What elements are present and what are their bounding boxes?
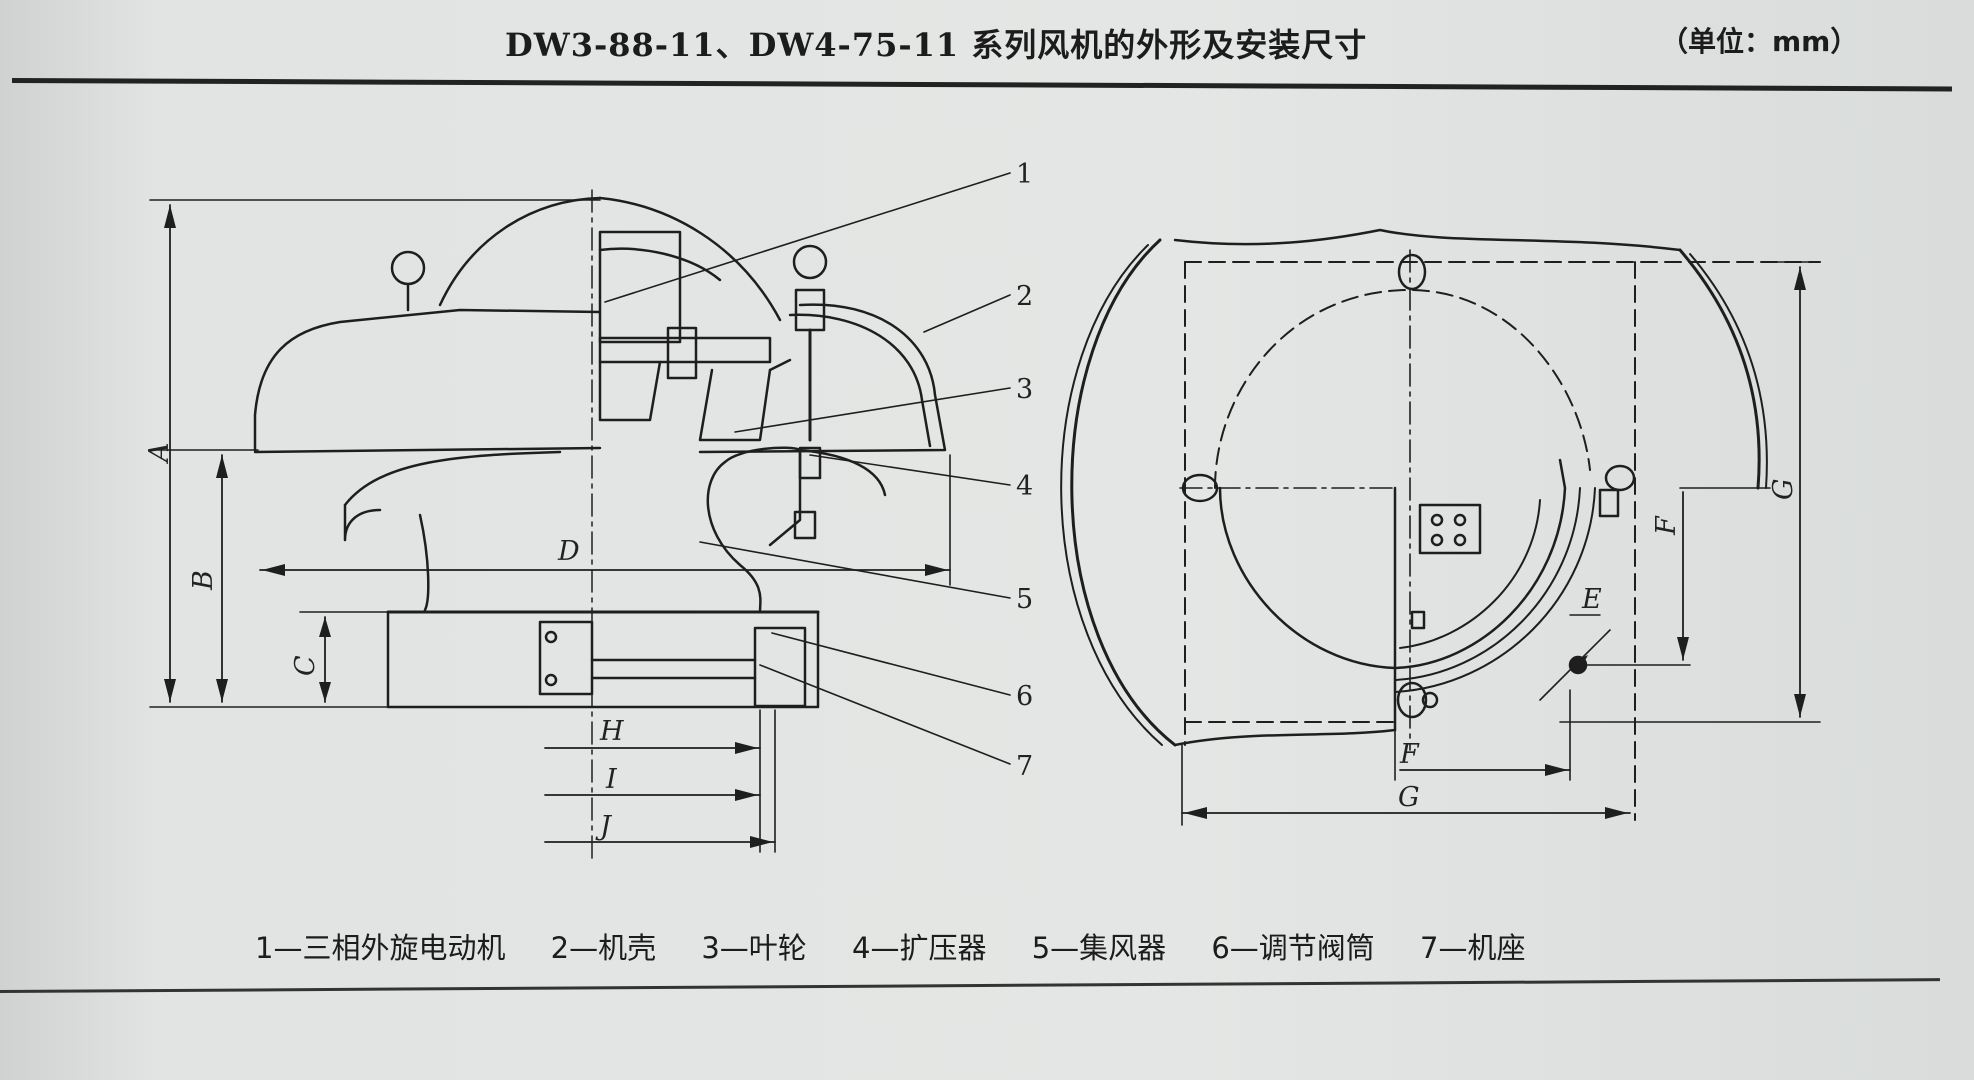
leader-7	[759, 664, 1011, 765]
inlet-ring-right	[1393, 458, 1567, 670]
dim-label-J: J	[595, 811, 613, 842]
base-plate	[538, 620, 594, 696]
eye-bolt-right-block	[794, 288, 826, 332]
inlet-ring-3	[1394, 487, 1581, 681]
outer-shell-arc-inner	[1060, 244, 1163, 746]
dim-label-H: H	[599, 716, 624, 747]
callout-labels: 1 2 3 4 5 6 7	[1016, 159, 1033, 782]
dim-label-F-horizontal: F	[1399, 739, 1420, 770]
motor-contour	[598, 247, 722, 282]
motor-base	[598, 360, 662, 422]
inlet-ring-2	[1399, 499, 1541, 649]
plan-lug-bottom	[1396, 681, 1428, 719]
legend-item-diffuser: 4—扩压器	[852, 931, 987, 965]
callout-4: 4	[1016, 471, 1033, 502]
break-line-top	[1173, 228, 1682, 252]
plan-lug-right	[1604, 464, 1636, 492]
leader-6	[771, 632, 1011, 696]
legend-item-casing: 2—机壳	[550, 931, 657, 965]
collector-throat-left	[418, 513, 430, 612]
bolt-hole	[544, 630, 558, 644]
hidden-rim-circle	[1214, 289, 1591, 489]
diffuser-clip	[798, 446, 822, 480]
legend-item-base: 7—机座	[1420, 931, 1526, 965]
dim-label-B: B	[188, 570, 219, 591]
terminal-hole	[1430, 533, 1444, 547]
dim-label-G-horizontal: G	[1398, 782, 1420, 813]
callout-2: 2	[1016, 281, 1033, 312]
eye-bolt-right	[792, 244, 828, 280]
leader-2	[923, 294, 1011, 333]
housing-rim	[253, 446, 602, 454]
diffuser	[723, 446, 802, 547]
plan-view	[1060, 228, 1821, 826]
damper-sleeve	[753, 626, 807, 708]
plan-lug-left	[1181, 473, 1219, 503]
impeller-blade	[698, 368, 772, 442]
housing-shell	[253, 308, 602, 452]
arrowheads	[164, 205, 1806, 848]
terminal-box	[1418, 503, 1482, 555]
figure-title: DW3-88-11、DW4-75-11 系列风机的外形及安装尺寸	[505, 26, 1368, 64]
dim-label-C: C	[290, 655, 321, 676]
motor-body	[598, 230, 682, 344]
plan-lug-plate	[1598, 488, 1620, 518]
terminal-hole	[1453, 533, 1467, 547]
parts-legend: 1—三相外旋电动机 2—机壳 3—叶轮 4—扩压器 5—集风器 6—调节阀筒 7…	[255, 925, 1561, 967]
callout-1: 1	[1016, 159, 1033, 190]
motor-flange	[598, 336, 772, 364]
plan-lug-top	[1397, 253, 1427, 291]
figure-header: DW3-88-11、DW4-75-11 系列风机的外形及安装尺寸 （单位：mm）	[0, 12, 1974, 64]
dim-label-E: E	[1581, 584, 1602, 615]
outer-shell-arc	[1070, 238, 1177, 747]
callout-7: 7	[1016, 751, 1033, 782]
legend-item-motor: 1—三相外旋电动机	[255, 931, 506, 965]
collector-lip	[343, 503, 382, 542]
dim-label-G-vertical: G	[1768, 478, 1799, 500]
right-shell-arc-outer	[1689, 253, 1768, 489]
collector-throat-right	[706, 460, 762, 614]
dimension-labels: A B C D H I J E F G F G	[144, 443, 1799, 843]
inlet-ring-4	[1394, 487, 1596, 693]
small-tab	[1410, 610, 1426, 630]
dim-label-I: I	[605, 764, 618, 795]
plan-lug-hole	[1421, 691, 1439, 709]
break-line-bottom	[1173, 728, 1397, 747]
motor-dome	[438, 196, 602, 307]
callout-6: 6	[1016, 681, 1033, 712]
legend-item-collector: 5—集风器	[1031, 931, 1167, 965]
impeller-tip	[768, 358, 792, 372]
motor-mount	[666, 326, 698, 380]
leader-4	[809, 454, 1011, 486]
leader-3	[734, 387, 1011, 433]
leader-1	[604, 172, 1011, 303]
inlet-ring	[1218, 486, 1397, 670]
motor-dome-right	[598, 196, 782, 322]
collector-left	[343, 450, 562, 507]
unit-note: （单位：mm）	[1660, 25, 1859, 58]
dim-label-F-vertical: F	[1651, 515, 1682, 536]
eye-bolt-left	[390, 250, 426, 286]
bolt-hole	[544, 673, 558, 687]
terminal-hole	[1430, 513, 1444, 527]
callout-3: 3	[1016, 374, 1033, 405]
terminal-hole	[1453, 513, 1467, 527]
housing-section	[698, 303, 947, 454]
dim-label-D: D	[557, 536, 580, 567]
legend-item-impeller: 3—叶轮	[701, 931, 807, 965]
legend-item-damper: 6—调节阀筒	[1211, 931, 1375, 965]
housing-inner	[788, 313, 932, 448]
dim-label-A: A	[144, 443, 175, 466]
side-elevation-view	[149, 172, 1011, 861]
flow-clip	[793, 510, 817, 540]
callout-5: 5	[1016, 584, 1033, 615]
right-shell-arc	[1678, 248, 1761, 490]
diffuser-flare	[798, 448, 887, 497]
